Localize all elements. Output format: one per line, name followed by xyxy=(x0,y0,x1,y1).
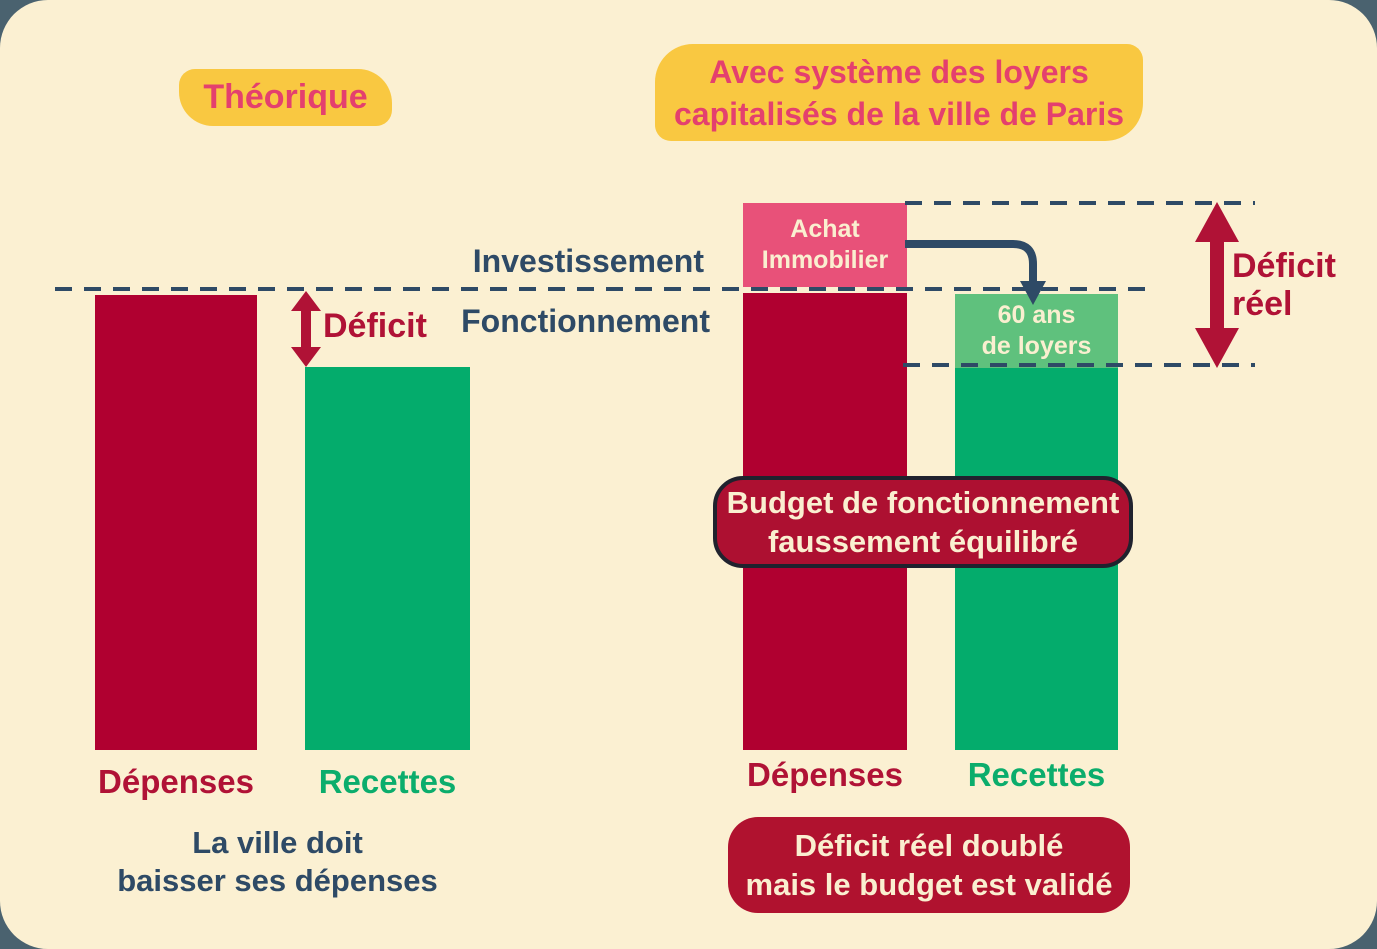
paris-system-title: Avec système des loyers capitalisés de l… xyxy=(674,51,1124,135)
paris-system-title-chip: Avec système des loyers capitalisés de l… xyxy=(655,44,1143,141)
middle-box-line1: Budget de fonctionnement xyxy=(726,485,1120,520)
deficit-reel-bottom-guide-line xyxy=(903,363,1255,367)
investissement-fonctionnement-divider-line xyxy=(55,287,1157,291)
loyers-box-line1: 60 ans xyxy=(997,301,1076,329)
loyers-box-line2: de loyers xyxy=(981,332,1092,360)
deficit-reel-double-arrow-icon xyxy=(1195,202,1239,368)
right-caption-line2: mais le budget est validé xyxy=(745,867,1113,902)
fonctionnement-label: Fonctionnement xyxy=(461,303,710,339)
left-caption-line1: La ville doit xyxy=(192,825,363,860)
left-conclusion-caption: La ville doit baisser ses dépenses xyxy=(85,824,470,900)
achat-immobilier-box: Achat Immobilier xyxy=(743,203,907,287)
right-caption-line1: Déficit réel doublé xyxy=(794,828,1064,863)
paris-title-line1: Avec système des loyers xyxy=(709,53,1089,90)
achat-box-line1: Achat xyxy=(790,215,860,243)
transfer-arrow-icon xyxy=(905,240,1046,305)
left-caption-line2: baisser ses dépenses xyxy=(117,863,438,898)
achat-box-line2: Immobilier xyxy=(761,246,889,274)
deficit-double-arrow-icon xyxy=(291,291,321,367)
paris-title-line2: capitalisés de la ville de Paris xyxy=(673,95,1125,132)
deficit-reel-top-guide-line xyxy=(905,201,1255,205)
left-recettes-label: Recettes xyxy=(318,763,457,800)
investissement-label: Investissement xyxy=(472,243,704,279)
budget-fausse-equilibre-box: Budget de fonctionnement faussement équi… xyxy=(713,476,1133,568)
theoretical-title-chip: Théorique xyxy=(179,69,392,126)
left-depenses-bar xyxy=(95,295,257,750)
deficit-reel-label: Déficit réel xyxy=(1232,247,1336,323)
deficit-label: Déficit xyxy=(323,307,427,345)
right-conclusion-caption-box: Déficit réel doublé mais le budget est v… xyxy=(728,817,1130,913)
middle-box-line2: faussement équilibré xyxy=(767,524,1079,559)
left-depenses-label: Dépenses xyxy=(98,763,254,800)
right-depenses-label: Dépenses xyxy=(747,756,903,793)
left-recettes-bar xyxy=(305,367,470,750)
deficit-reel-line2: réel xyxy=(1232,285,1293,323)
theoretical-title: Théorique xyxy=(203,78,368,116)
deficit-reel-line1: Déficit xyxy=(1232,247,1336,285)
loyers-60-ans-box: 60 ans de loyers xyxy=(955,294,1118,368)
right-recettes-label: Recettes xyxy=(967,756,1106,793)
